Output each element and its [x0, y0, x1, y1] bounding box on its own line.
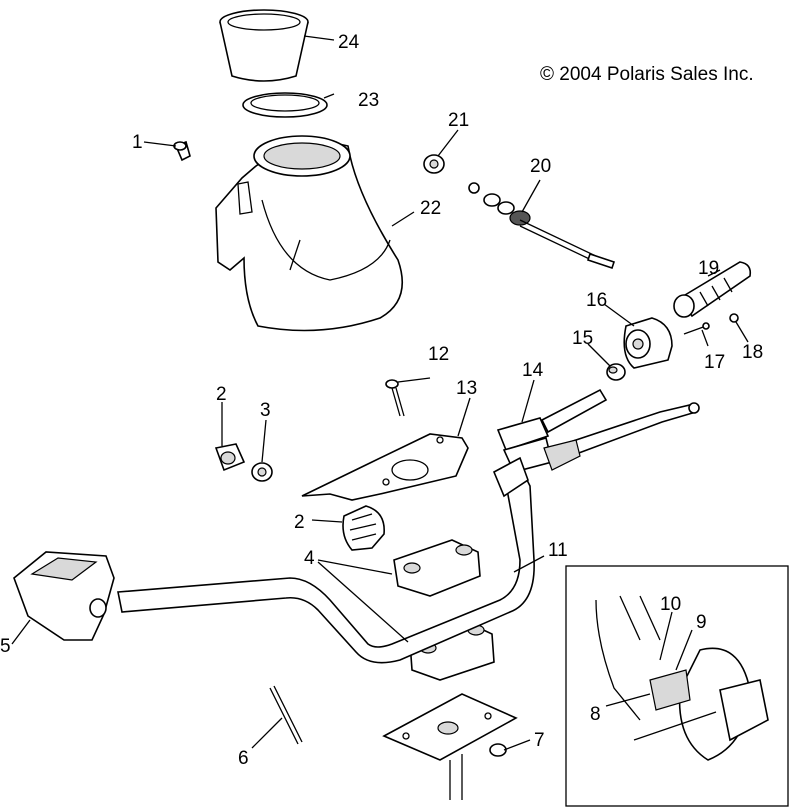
part-17-screw [683, 322, 710, 335]
callout-18: 18 [742, 342, 763, 363]
part-22-nacelle [215, 135, 404, 332]
part-7-nut [489, 743, 507, 757]
leader-lines [11, 35, 749, 751]
part-15-bushing [606, 363, 626, 381]
callout-8: 8 [590, 704, 601, 725]
callout-10: 10 [660, 594, 681, 615]
callout-11: 11 [548, 540, 568, 561]
callout-5: 5 [0, 636, 11, 657]
part-4-clamp-upper [393, 539, 481, 597]
part-23-ring [242, 92, 328, 118]
part-2-key-switch [342, 505, 385, 551]
callout-15: 15 [572, 328, 593, 349]
part-12-bolt [385, 379, 405, 417]
callout-14: 14 [522, 360, 544, 381]
part-mount-plate [382, 693, 518, 800]
callout-2-lower: 2 [294, 512, 305, 533]
callout-1: 1 [132, 132, 143, 153]
callout-9: 9 [696, 612, 707, 633]
callout-6: 6 [238, 748, 249, 769]
part-2-switch-upper [214, 443, 246, 472]
part-18-screw [729, 313, 739, 323]
callout-23: 23 [358, 90, 379, 111]
callout-22: 22 [420, 198, 441, 219]
callout-3: 3 [260, 400, 271, 421]
callout-17: 17 [704, 352, 725, 373]
part-13-bracket [301, 433, 469, 501]
part-3-nut [251, 462, 273, 482]
part-5-switch-housing [13, 551, 115, 641]
callout-16: 16 [586, 290, 607, 311]
part-11-handlebar [117, 456, 535, 664]
callout-12: 12 [428, 344, 449, 365]
part-6-cable-tie [269, 685, 303, 745]
inset-detail [565, 565, 789, 807]
callout-20: 20 [530, 156, 551, 177]
callout-7: 7 [534, 730, 545, 751]
callout-4: 4 [304, 548, 315, 569]
part-19-grip [673, 261, 752, 318]
part-20-cable [468, 182, 616, 270]
callout-2-upper: 2 [216, 384, 227, 405]
callout-19: 19 [698, 258, 719, 279]
part-24-sleeve [219, 9, 309, 82]
callout-24: 24 [338, 32, 360, 53]
callout-21: 21 [448, 110, 469, 131]
part-21-washer [423, 154, 445, 174]
callout-13: 13 [456, 378, 477, 399]
copyright-text: © 2004 Polaris Sales Inc. [540, 64, 754, 85]
part-1-screw [173, 140, 191, 162]
part-16-throttle-housing [623, 317, 673, 369]
